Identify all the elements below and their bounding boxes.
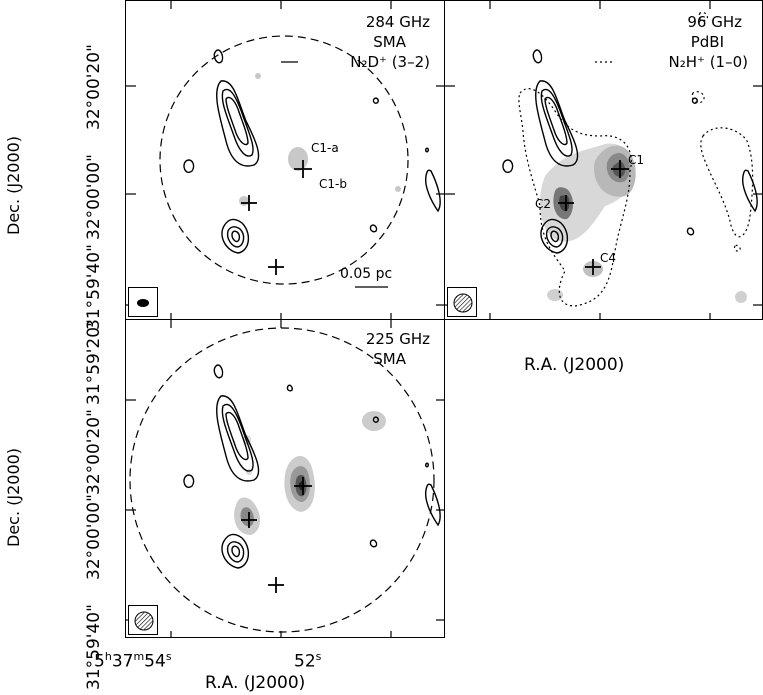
- freq-label-284: 284 GHz: [365, 13, 430, 31]
- freq-label-96: 96 GHz: [687, 13, 742, 31]
- source-markers: [241, 477, 312, 593]
- x-axis-label-right: R.A. (J2000): [524, 355, 625, 375]
- instrument-label-sma: SMA: [373, 33, 406, 51]
- instrument-label-sma-225: SMA: [373, 350, 406, 368]
- map-96ghz: [445, 1, 762, 319]
- primary-beam-circle: [159, 35, 409, 285]
- dec-tick-40: 31°59'40": [84, 244, 104, 330]
- map-225ghz: [126, 320, 444, 637]
- dec-tick-00: 32°00'00": [84, 154, 104, 240]
- beam-inset: [128, 287, 158, 317]
- filament-contours: [183, 49, 441, 254]
- dec-tick-40b: 31°59'40": [84, 604, 104, 690]
- n2hp-emission: [540, 143, 747, 303]
- source-label-c4: C4: [600, 251, 617, 265]
- beam-ellipse: [137, 299, 149, 307]
- source-label-c1b: C1-b: [319, 177, 347, 191]
- filament-contours: [183, 364, 441, 569]
- source-markers: [558, 160, 629, 275]
- map-284ghz: [126, 1, 444, 319]
- y-axis-label-bottom: Dec. (J2000): [4, 447, 23, 547]
- y-axis-label-top: Dec. (J2000): [4, 135, 23, 235]
- source-markers: [241, 160, 312, 275]
- source-label-c1: C1: [628, 153, 645, 167]
- ra-tick-54: 5h37m54s: [94, 650, 172, 672]
- species-label-n2hp: N₂H⁺ (1–0): [668, 53, 749, 71]
- n2hp-dotted-contours: [518, 11, 754, 307]
- ra-tick-52: 52s: [294, 650, 322, 672]
- dec-tick-m20: 31°59'20": [84, 319, 104, 405]
- beam-ellipse: [453, 293, 473, 313]
- instrument-label-pdbi: PdBI: [690, 33, 724, 51]
- freq-label-225: 225 GHz: [365, 330, 430, 348]
- species-label-n2dp: N₂D⁺ (3–2): [350, 53, 430, 71]
- source-label-c1a: C1-a: [311, 141, 339, 155]
- source-label-c2: C2: [535, 197, 552, 211]
- panel-225ghz: 225 GHz SMA: [125, 319, 445, 638]
- panel-96ghz: 96 GHz PdBI N₂H⁺ (1–0) C1 C2 C4: [444, 0, 763, 320]
- dec-tick-20: 32°00'20": [84, 44, 104, 130]
- beam-inset: [447, 287, 477, 317]
- dec-tick-00b: 32°00'00": [84, 494, 104, 580]
- panel-284ghz: 284 GHz SMA N₂D⁺ (3–2) C1-a C1-b 0.05 pc: [125, 0, 445, 320]
- scalebar-label: 0.05 pc: [340, 266, 393, 282]
- beam-ellipse: [134, 611, 154, 631]
- dec-tick-20b: 32°00'20": [84, 409, 104, 495]
- beam-inset: [128, 605, 158, 635]
- x-axis-label-bottom: R.A. (J2000): [205, 673, 306, 693]
- dust-emission: [234, 411, 386, 535]
- filament-contours: [502, 49, 758, 254]
- primary-beam-circle: [129, 327, 435, 633]
